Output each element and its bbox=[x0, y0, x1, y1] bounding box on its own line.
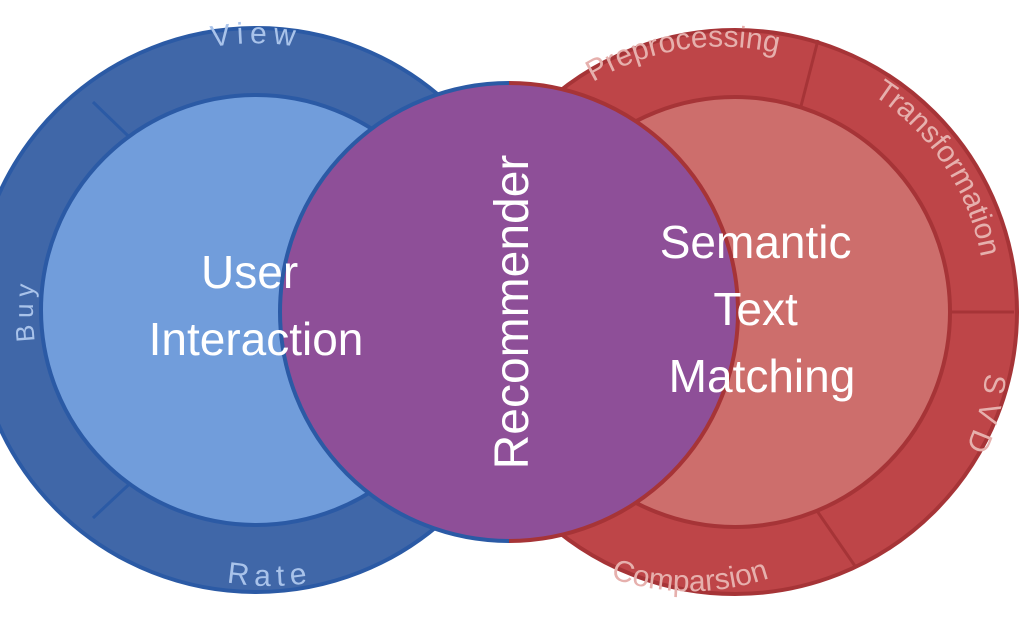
left-circle-title: User Interaction bbox=[149, 246, 364, 365]
overlap-label: Recommender bbox=[486, 155, 539, 470]
right-circle-title: Semantic Text Matching bbox=[660, 216, 865, 402]
right-inner-arc-over-lens bbox=[278, 81, 510, 543]
right-ring-dividers bbox=[798, 39, 1014, 567]
right-title-line-1: Semantic bbox=[660, 216, 852, 268]
right-title-line-3: Matching bbox=[669, 350, 856, 402]
overlap-lens bbox=[278, 81, 740, 543]
left-inner-arc-over-lens bbox=[508, 81, 740, 543]
overlap-fill bbox=[280, 83, 738, 541]
segment-label-buy: Buy bbox=[9, 277, 41, 344]
segment-label-rate: Rate bbox=[226, 557, 315, 594]
left-title-line-2: Interaction bbox=[149, 313, 364, 365]
right-title-line-2: Text bbox=[713, 283, 798, 335]
left-title-line-1: User bbox=[201, 246, 298, 298]
segment-label-view: View bbox=[209, 17, 304, 54]
